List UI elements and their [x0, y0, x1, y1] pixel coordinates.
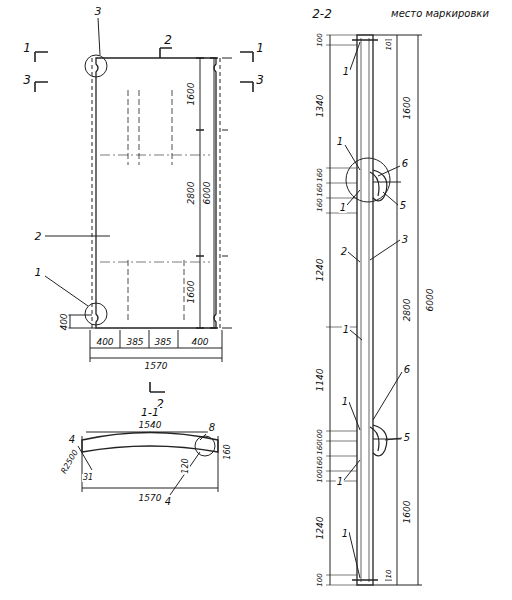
callout-number: 3 [401, 235, 409, 245]
section-mark: 1 [255, 42, 265, 54]
callout-number: 1 [336, 477, 344, 487]
dimension-value: 160 [317, 182, 324, 197]
dimension-value: 10 [386, 569, 393, 580]
dimension-value: 1600 [187, 82, 196, 107]
callout-number: 6 [401, 159, 409, 169]
dimension-value: 400 [95, 338, 114, 347]
dimension-value: 100 [317, 468, 324, 483]
callout-number: 1 [341, 397, 349, 407]
dimension-value: 10 [386, 41, 393, 52]
callout-number: 2 [340, 247, 348, 257]
section-mark: 2-2 [311, 8, 333, 20]
section-mark: 1 [22, 42, 32, 54]
dimension-value: 160 [317, 440, 324, 455]
dimension-value: 1240 [316, 516, 325, 541]
dimension-value: 31 [82, 474, 94, 482]
callout-number: 1 [341, 529, 349, 539]
dimension-value: 6000 [426, 288, 435, 313]
callout-number: 5 [399, 201, 407, 211]
dimension-value: 1570 [138, 494, 163, 503]
dimension-value: 2800 [403, 298, 412, 323]
dimension-value: R2500 [60, 448, 81, 476]
dimension-value: 160 [224, 443, 232, 460]
dimension-value: 6000 [203, 181, 212, 206]
callout-number: 1 [339, 203, 347, 213]
dimension-value: 120 [182, 457, 190, 474]
dimension-value: 1140 [316, 368, 325, 393]
dimension-value: 400 [60, 312, 69, 331]
dimension-value: 100 [317, 32, 324, 47]
callout-number: 1 [34, 267, 43, 278]
section-mark: 2 [163, 34, 173, 46]
callout-number: 5 [403, 433, 411, 443]
callout-number: 4 [68, 435, 76, 445]
dimension-value: 160 [317, 197, 324, 212]
dimension-value: 1600 [403, 96, 412, 121]
dimension-value: 2800 [187, 181, 196, 206]
dimension-value: 1340 [316, 94, 325, 119]
callout-number: 6 [403, 365, 411, 375]
dimension-value: 160 [317, 167, 324, 182]
section-mark: 1-1 [140, 407, 160, 418]
callout-number: 3 [94, 6, 103, 17]
dimension-value: 1240 [316, 258, 325, 283]
callout-number: 1 [342, 325, 350, 335]
callout-number: 1 [336, 137, 344, 147]
section-mark: 3 [22, 74, 32, 86]
dimension-value: 1600 [187, 280, 196, 305]
dimension-value: 1540 [138, 421, 163, 430]
callout-number: 8 [208, 423, 216, 433]
callout-number: 1 [342, 67, 350, 77]
dimension-value: 1570 [144, 362, 169, 371]
section-mark: 3 [255, 74, 265, 86]
dimension-value: 385 [153, 338, 172, 347]
note-text: место маркировки [390, 9, 490, 19]
dimension-value: 385 [125, 338, 144, 347]
callout-number: 2 [34, 231, 43, 242]
dimension-value: 400 [190, 338, 209, 347]
dimension-value: 1600 [403, 500, 412, 525]
dimension-value: 100 [317, 572, 324, 587]
callout-number: 4 [164, 497, 172, 507]
